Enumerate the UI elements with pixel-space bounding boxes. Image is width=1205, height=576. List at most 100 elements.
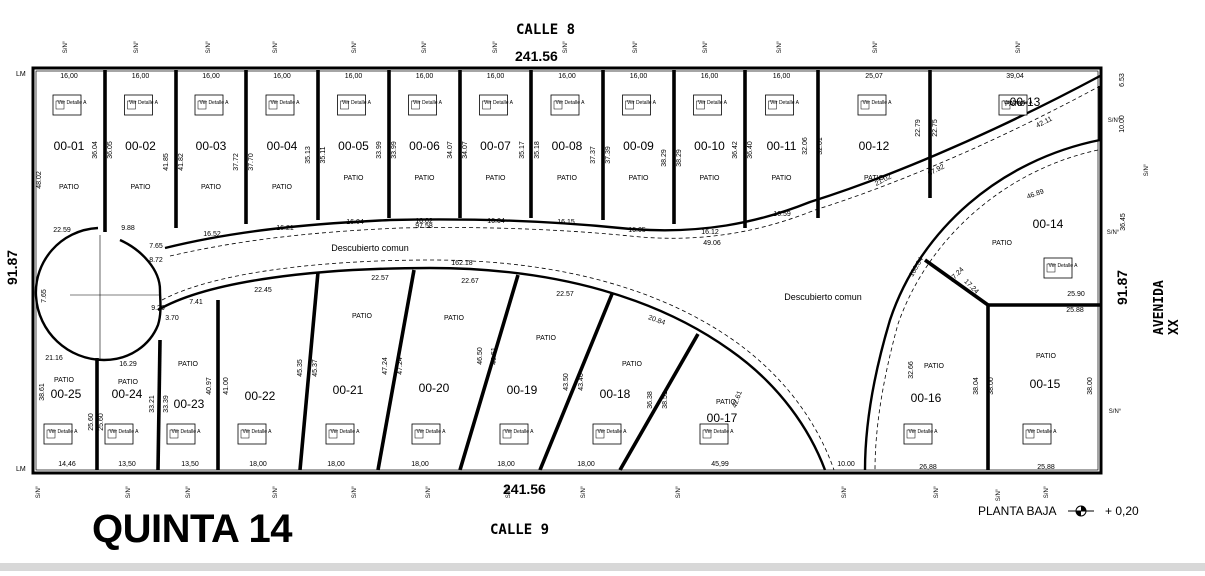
lot-front-dim: 39,04 xyxy=(1006,73,1024,80)
inner-dimension: 22.45 xyxy=(254,287,272,294)
patio-label: PATIO xyxy=(700,175,721,182)
street-number-bottom: S/N° xyxy=(273,485,279,498)
street-number-top: S/N° xyxy=(703,40,709,53)
lot-number-00-11: 00-11 xyxy=(767,139,797,153)
side-dimension: 33.99 xyxy=(391,141,398,159)
dimension: 45.37 xyxy=(312,359,319,377)
detail-box: Ver Detalle A xyxy=(325,423,361,445)
detail-box: Ver Detalle A xyxy=(622,94,657,116)
side-dimension: 35.17 xyxy=(519,141,526,159)
detail-label: Ver Detalle A xyxy=(484,100,514,106)
street-number-top: S/N° xyxy=(134,40,140,53)
lot-front-dim: 16,00 xyxy=(60,73,78,80)
bottom-length: 241.56 xyxy=(503,481,546,497)
lot-divider xyxy=(923,258,990,307)
detail-box: Ver Detalle A xyxy=(52,94,87,116)
inner-dimension: 16.21 xyxy=(276,225,294,232)
dimension: 33.21 xyxy=(149,395,156,413)
dimension: 38.61 xyxy=(39,383,46,401)
lot-front-dim: 16,00 xyxy=(202,73,220,80)
detail-label: Ver Detalle A xyxy=(505,429,535,435)
lot-number-00-04: 00-04 xyxy=(267,139,298,153)
lot-front-dim: 18,00 xyxy=(327,461,345,468)
lot-front-dim: 45,99 xyxy=(711,461,729,468)
cul-de-sac xyxy=(34,226,162,362)
lot-number-00-14: 00-14 xyxy=(1033,217,1064,231)
lot-divider xyxy=(458,274,520,471)
inner-dimension: 20.84 xyxy=(647,314,666,327)
street-number-right: S/N° xyxy=(1108,118,1121,124)
side-dimension: 38.29 xyxy=(676,149,683,167)
side-dimension: 41.85 xyxy=(163,153,170,171)
detail-label: Ver Detalle A xyxy=(413,100,443,106)
dimension: 10.00 xyxy=(1119,115,1126,133)
right-length: 91.87 xyxy=(1114,269,1130,305)
lot-front-dim: 16,00 xyxy=(132,73,150,80)
lot-number-00-10: 00-10 xyxy=(694,139,725,153)
side-dimension: 34.07 xyxy=(447,141,454,159)
patio-label: PATIO xyxy=(557,175,578,182)
inner-dimension: 16.15 xyxy=(557,219,575,226)
street-bottom-label: CALLE 9 xyxy=(490,522,550,538)
inner-dimension: 22.57 xyxy=(556,291,574,298)
lot-number-00-02: 00-02 xyxy=(125,139,156,153)
detail-box: Ver Detalle A xyxy=(479,94,514,116)
dimension: 25.90 xyxy=(1067,291,1085,298)
lot-number-00-16: 00-16 xyxy=(911,391,942,405)
detail-label: Ver Detalle A xyxy=(49,429,79,435)
detail-label: Ver Detalle A xyxy=(271,100,301,106)
lot-front-dim: 26,88 xyxy=(919,464,937,471)
street-number-top: S/N° xyxy=(273,40,279,53)
dimension: 46.89 xyxy=(1026,188,1045,201)
left-length: 91.87 xyxy=(4,249,20,285)
inner-dimension: 162.18 xyxy=(451,260,473,267)
street-number-top: S/N° xyxy=(1016,40,1022,53)
level-marker-icon xyxy=(1068,505,1094,517)
side-dimension: 36.04 xyxy=(92,141,99,159)
side-dimension: 38.29 xyxy=(661,149,668,167)
detail-box: Ver Detalle A xyxy=(693,94,728,116)
patio-label: PATIO xyxy=(1005,101,1026,108)
inner-dimension: 16.05 xyxy=(628,227,646,234)
detail-label: Ver Detalle A xyxy=(331,429,361,435)
inner-dimension: 9.88 xyxy=(121,225,135,232)
side-dimension: 37.37 xyxy=(590,146,597,164)
detail-box: Ver Detalle A xyxy=(124,94,159,116)
detail-label: Ver Detalle A xyxy=(1028,429,1058,435)
side-dimension: 48.02 xyxy=(36,171,43,189)
detail-label: Ver Detalle A xyxy=(172,429,202,435)
street-number-right: S/N° xyxy=(1109,409,1122,415)
lot-divider xyxy=(376,269,416,471)
detail-box: Ver Detalle A xyxy=(104,423,140,445)
detail-box: Ver Detalle A xyxy=(699,423,734,445)
lot-number-00-25: 00-25 xyxy=(51,387,82,401)
dimension: 47.24 xyxy=(397,357,404,375)
lot-number-00-15: 00-15 xyxy=(1030,377,1061,391)
patio-label: PATIO xyxy=(272,184,293,191)
side-dimension: 35.18 xyxy=(534,141,541,159)
detail-box: Ver Detalle A xyxy=(265,94,301,116)
lot-number-00-23: 00-23 xyxy=(174,397,205,411)
street-number-top: S/N° xyxy=(873,40,879,53)
lot-front-dim: 16,00 xyxy=(558,73,576,80)
detail-label: Ver Detalle A xyxy=(110,429,140,435)
lot-number-00-01: 00-01 xyxy=(54,139,85,153)
street-number-right: S/N° xyxy=(1107,230,1120,236)
patio-label: PATIO xyxy=(118,379,139,386)
lot-front-dim: 13,50 xyxy=(181,461,199,468)
street-number-bottom: S/N° xyxy=(842,485,848,498)
detail-box: Ver Detalle A xyxy=(337,94,372,116)
street-number-bottom: S/N° xyxy=(186,485,192,498)
street-number-top: S/N° xyxy=(563,40,569,53)
lot-number-00-21: 00-21 xyxy=(333,383,364,397)
inner-dimension: 3.70 xyxy=(165,315,179,322)
dimension: 43.50 xyxy=(563,373,570,391)
inner-dimension: 7.65 xyxy=(149,243,163,250)
side-dimension: 36.42 xyxy=(732,141,739,159)
lot-front-dim: 18,00 xyxy=(577,461,595,468)
patio-label: PATIO xyxy=(131,184,152,191)
inner-dimension: 16.02 xyxy=(415,218,433,225)
inner-dimension: 16.12 xyxy=(701,229,719,236)
lot-number-00-24: 00-24 xyxy=(112,387,143,401)
lot-number-00-09: 00-09 xyxy=(623,139,654,153)
